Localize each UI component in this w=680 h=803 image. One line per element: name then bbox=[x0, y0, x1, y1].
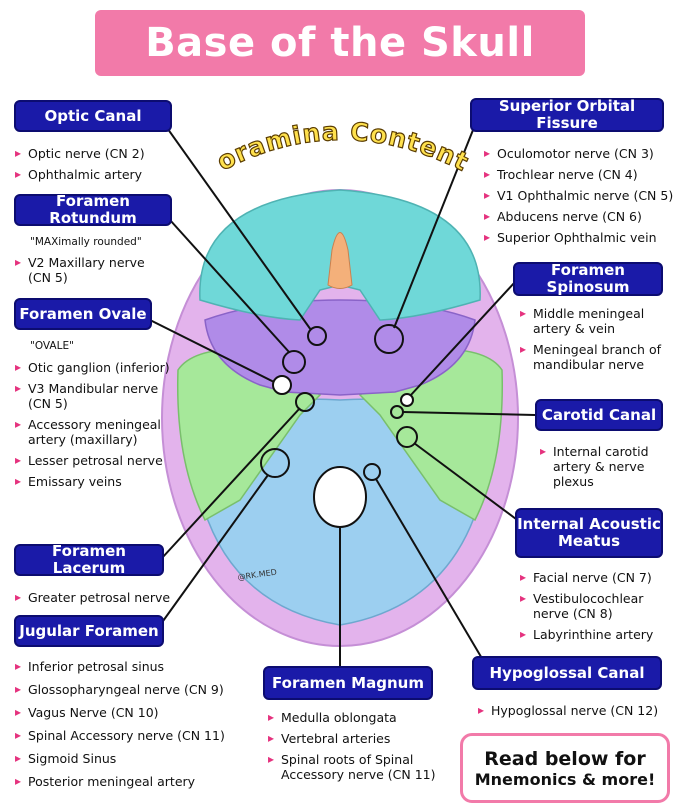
foramen-ovale-label: Foramen Ovale bbox=[14, 298, 152, 330]
foramen-magnum-list: Medulla oblongata Vertebral arteries Spi… bbox=[268, 710, 448, 788]
lacerum-leader bbox=[161, 407, 301, 559]
list-item: Hypoglossal nerve (CN 12) bbox=[478, 703, 678, 718]
carotid-leader bbox=[402, 411, 536, 416]
page-title: Base of the Skull bbox=[145, 20, 535, 66]
list-item: Emissary veins bbox=[15, 474, 175, 489]
list-item: V3 Mandibular nerve (CN 5) bbox=[15, 381, 175, 411]
list-item: Ophthalmic artery bbox=[15, 167, 235, 182]
acoustic-leader bbox=[413, 442, 521, 523]
list-item: Optic nerve (CN 2) bbox=[15, 146, 235, 161]
list-item: Internal carotid artery & nerve plexus bbox=[540, 444, 675, 489]
sof-leader bbox=[393, 124, 476, 329]
rotundum-mnemonic: "MAXimally rounded" bbox=[30, 236, 142, 248]
list-item: Spinal Accessory nerve (CN 11) bbox=[15, 728, 255, 743]
list-item: Spinal roots of Spinal Accessory nerve (… bbox=[268, 752, 448, 782]
list-item: V2 Maxillary nerve (CN 5) bbox=[15, 255, 155, 285]
list-item: Meningeal branch of mandibular nerve bbox=[520, 342, 675, 372]
list-item: Facial nerve (CN 7) bbox=[520, 570, 675, 585]
optic-canal-marker bbox=[307, 326, 327, 346]
ovale-mnemonic: "OVALE" bbox=[30, 340, 74, 352]
hypoglossal-marker bbox=[363, 463, 381, 481]
cta-line-1: Read below for bbox=[484, 747, 646, 770]
list-item: Vertebral arteries bbox=[268, 731, 448, 746]
list-item: Otic ganglion (inferior) bbox=[15, 360, 175, 375]
hypoglossal-canal-list: Hypoglossal nerve (CN 12) bbox=[478, 703, 678, 724]
carotid-canal-label: Carotid Canal bbox=[535, 399, 663, 431]
rotundum-leader bbox=[169, 219, 290, 353]
list-item: Oculomotor nerve (CN 3) bbox=[484, 146, 680, 161]
internal-acoustic-meatus-list: Facial nerve (CN 7) Vestibulocochlear ne… bbox=[520, 570, 675, 648]
superior-orbital-fissure-list: Oculomotor nerve (CN 3) Trochlear nerve … bbox=[484, 146, 680, 251]
list-item: Glossopharyngeal nerve (CN 9) bbox=[15, 682, 255, 697]
list-item: Trochlear nerve (CN 4) bbox=[484, 167, 680, 182]
jugular-marker bbox=[260, 448, 290, 478]
ovale-marker bbox=[272, 375, 292, 395]
foramen-magnum-label: Foramen Magnum bbox=[263, 666, 433, 700]
sup-orbital-fissure-marker bbox=[374, 324, 404, 354]
list-item: Lesser petrosal nerve bbox=[15, 453, 175, 468]
rotundum-marker bbox=[282, 350, 306, 374]
jugular-foramen-label: Jugular Foramen bbox=[14, 615, 164, 647]
foramen-rotundum-list: V2 Maxillary nerve (CN 5) bbox=[15, 255, 155, 291]
acoustic-marker bbox=[396, 426, 418, 448]
list-item: Medulla oblongata bbox=[268, 710, 448, 725]
foramen-spinosum-list: Middle meningeal artery & vein Meningeal… bbox=[520, 306, 675, 378]
foramen-lacerum-label: Foramen Lacerum bbox=[14, 543, 164, 577]
foramen-rotundum-label: Foramen Rotundum bbox=[14, 193, 172, 227]
cribriform-plate bbox=[327, 232, 353, 289]
list-item: Greater petrosal nerve bbox=[15, 590, 215, 605]
list-item: Vestibulocochlear nerve (CN 8) bbox=[520, 591, 675, 621]
list-item: Accessory meningeal artery (maxillary) bbox=[15, 417, 175, 447]
list-item: Sigmoid Sinus bbox=[15, 751, 255, 766]
hypoglossal-canal-label: Hypoglossal Canal bbox=[472, 656, 662, 690]
foramen-ovale-list: Otic ganglion (inferior) V3 Mandibular n… bbox=[15, 360, 175, 495]
list-item: Superior Ophthalmic vein bbox=[484, 230, 680, 245]
list-item: Posterior meningeal artery bbox=[15, 774, 255, 789]
foramen-lacerum-list: Greater petrosal nerve bbox=[15, 590, 215, 611]
foramen-spinosum-label: Foramen Spinosum bbox=[513, 262, 663, 296]
foramen-magnum-hole bbox=[313, 466, 367, 528]
list-item: Vagus Nerve (CN 10) bbox=[15, 705, 255, 720]
cta-line-2: Mnemonics & more! bbox=[474, 769, 656, 789]
list-item: Middle meningeal artery & vein bbox=[520, 306, 675, 336]
read-more-callout: Read below for Mnemonics & more! bbox=[460, 733, 670, 803]
optic-canal-list: Optic nerve (CN 2) Ophthalmic artery bbox=[15, 146, 235, 188]
list-item: V1 Ophthalmic nerve (CN 5) bbox=[484, 188, 680, 203]
list-item: Inferior petrosal sinus bbox=[15, 659, 255, 674]
list-item: Abducens nerve (CN 6) bbox=[484, 209, 680, 224]
superior-orbital-fissure-label: Superior Orbital Fissure bbox=[470, 98, 664, 132]
jugular-foramen-list: Inferior petrosal sinus Glossopharyngeal… bbox=[15, 659, 255, 797]
ovale-leader bbox=[139, 314, 275, 383]
internal-acoustic-meatus-label: Internal Acoustic Meatus bbox=[515, 508, 663, 558]
carotid-canal-list: Internal carotid artery & nerve plexus bbox=[540, 444, 675, 495]
optic-canal-label: Optic Canal bbox=[14, 100, 172, 132]
spinosum-marker bbox=[400, 393, 414, 407]
lacerum-marker bbox=[295, 392, 315, 412]
list-item: Labyrinthine artery bbox=[520, 627, 675, 642]
spinosum-leader bbox=[409, 281, 516, 397]
title-banner: Base of the Skull bbox=[95, 10, 585, 76]
hypoglossal-leader bbox=[375, 478, 491, 673]
